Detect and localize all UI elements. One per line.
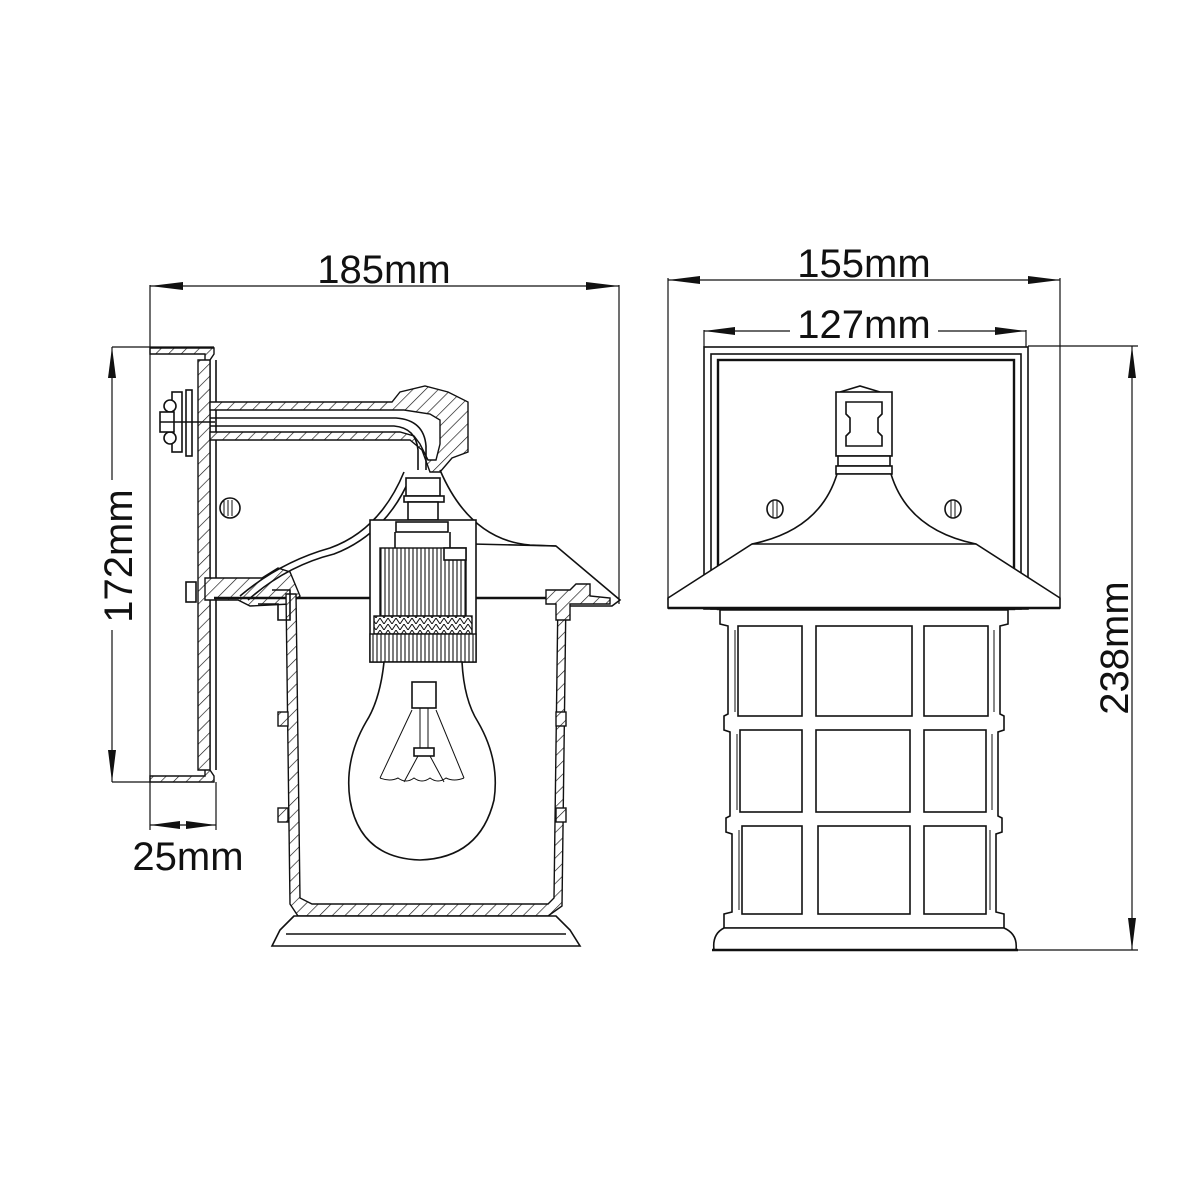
- front-elevation-view: 155mm 127mm 238mm: [667, 242, 1138, 952]
- lantern-body-section: [214, 583, 611, 947]
- glass-pane: [741, 825, 803, 915]
- glass-pane: [737, 625, 803, 717]
- screw-right-icon: [944, 499, 962, 519]
- lampholder: [369, 519, 477, 663]
- front-canopy: [667, 473, 1061, 610]
- glass-pane: [923, 625, 989, 717]
- dimension-side-projection: 185mm: [149, 248, 620, 830]
- dimension-backplate-depth: 25mm: [132, 782, 244, 879]
- dimension-label-155mm: 155mm: [797, 242, 930, 286]
- lantern-cage: [712, 609, 1018, 952]
- arm-section: [209, 385, 469, 473]
- dimension-backplate-width: 127mm: [703, 303, 1027, 347]
- light-bulb-icon: [347, 661, 497, 861]
- dimension-label-185mm: 185mm: [317, 248, 450, 292]
- glass-pane: [923, 729, 987, 813]
- side-section-view: 185mm 172mm 25mm: [97, 248, 622, 947]
- glass-pane: [815, 625, 913, 717]
- dimension-overall-height: 238mm: [1018, 345, 1138, 951]
- dimension-label-25mm: 25mm: [132, 835, 243, 879]
- dimension-label-238mm: 238mm: [1093, 581, 1137, 714]
- dimension-overall-width: 155mm: [667, 242, 1061, 600]
- screw-icon: [219, 497, 241, 519]
- glass-pane: [817, 825, 911, 915]
- dimension-backplate-height: 172mm: [97, 346, 214, 783]
- glass-pane: [815, 729, 911, 813]
- finial: [835, 385, 893, 475]
- glass-pane: [923, 825, 987, 915]
- mounting-bolt-icon: [159, 389, 215, 457]
- nut-fitting: [403, 477, 445, 521]
- glass-pane: [739, 729, 803, 813]
- dimension-label-172mm: 172mm: [97, 489, 141, 622]
- backplate-section: [149, 347, 217, 783]
- dimension-label-127mm: 127mm: [797, 303, 930, 347]
- screw-left-icon: [766, 499, 784, 519]
